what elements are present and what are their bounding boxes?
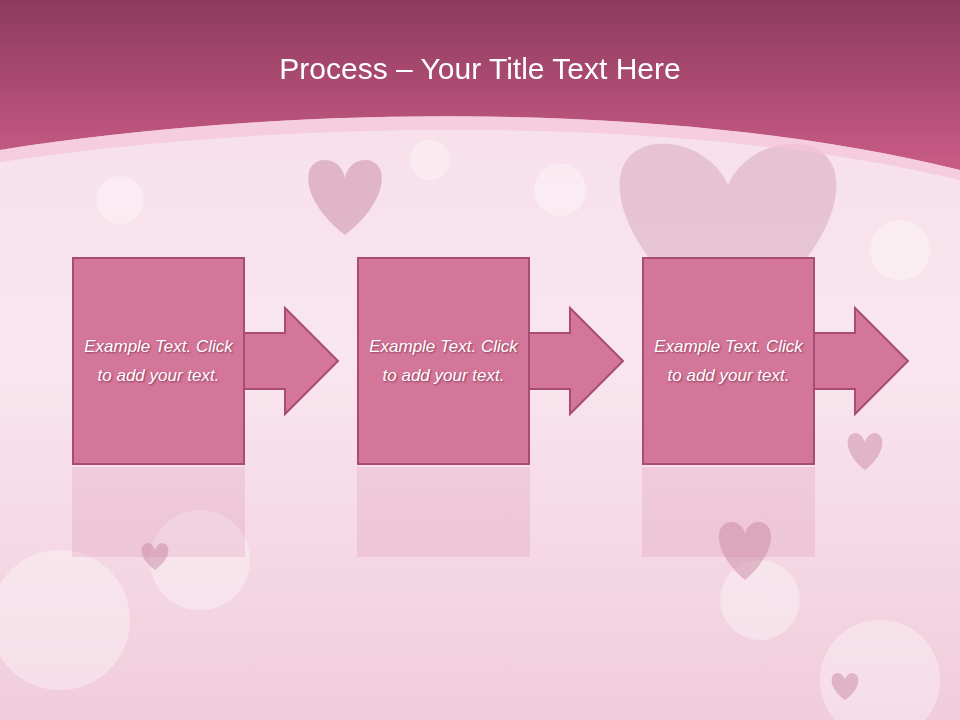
block-arrow <box>528 308 623 414</box>
process-box: Example Text. Click to add your text. <box>357 257 530 465</box>
block-arrow <box>813 308 908 414</box>
slide-title: Process – Your Title Text Here <box>0 52 960 86</box>
box-text: Example Text. Click to add your text. <box>84 332 233 390</box>
process-box: Example Text. Click to add your text. <box>72 257 245 465</box>
box-text: Example Text. Click to add your text. <box>654 332 803 390</box>
process-box: Example Text. Click to add your text. <box>642 257 815 465</box>
block-arrow <box>243 308 338 414</box>
box-text: Example Text. Click to add your text. <box>369 332 518 390</box>
